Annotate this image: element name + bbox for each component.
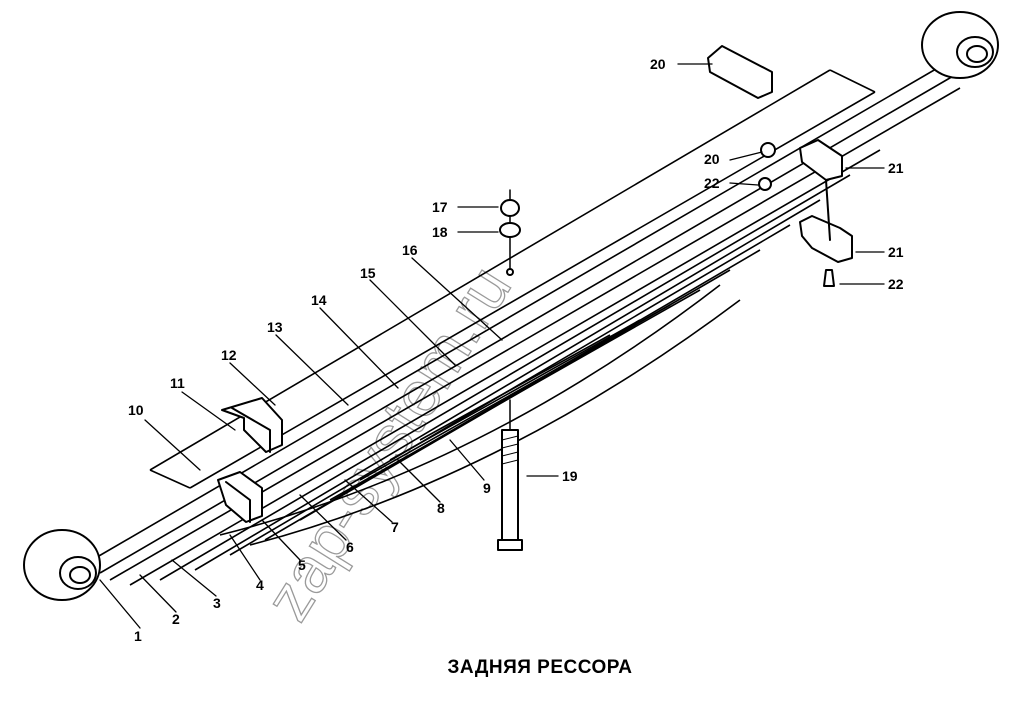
callout-20b: 20 <box>704 151 720 167</box>
front-clamp-lower <box>217 471 263 523</box>
callout-labels: 1 2 3 4 5 6 7 8 9 10 11 12 13 14 15 16 1… <box>128 56 904 644</box>
callout-1: 1 <box>134 628 142 644</box>
callout-22b: 22 <box>888 276 904 292</box>
spring-leaves <box>91 61 961 586</box>
front-clamp-upper <box>221 397 283 453</box>
callout-20a: 20 <box>650 56 666 72</box>
callout-15: 15 <box>360 265 376 281</box>
callout-4: 4 <box>256 577 264 593</box>
callout-22a: 22 <box>704 175 720 191</box>
callout-9: 9 <box>483 480 491 496</box>
callout-13: 13 <box>267 319 283 335</box>
callout-14: 14 <box>311 292 327 308</box>
rear-clamp-upper <box>707 45 773 99</box>
callout-5: 5 <box>298 557 306 573</box>
leader-lines <box>99 63 885 629</box>
rear-clamp-lower <box>758 139 853 287</box>
callout-10: 10 <box>128 402 144 418</box>
callout-8: 8 <box>437 500 445 516</box>
top-leaf-end <box>149 69 876 489</box>
callout-2: 2 <box>172 611 180 627</box>
callout-18: 18 <box>432 224 448 240</box>
top-leaf-front-edge <box>189 91 876 489</box>
diagram-caption: ЗАДНЯЯ РЕССОРА <box>448 657 633 678</box>
callout-7: 7 <box>391 519 399 535</box>
callout-21a: 21 <box>888 160 904 176</box>
callout-19: 19 <box>562 468 578 484</box>
front-eye <box>23 529 101 601</box>
callout-12: 12 <box>221 347 237 363</box>
rear-eye <box>921 11 999 79</box>
callout-3: 3 <box>213 595 221 611</box>
callout-21b: 21 <box>888 244 904 260</box>
centre-bolt-assembly <box>497 189 523 551</box>
callout-17: 17 <box>432 199 448 215</box>
callout-6: 6 <box>346 539 354 555</box>
callout-11: 11 <box>170 375 185 391</box>
callout-16: 16 <box>402 242 418 258</box>
